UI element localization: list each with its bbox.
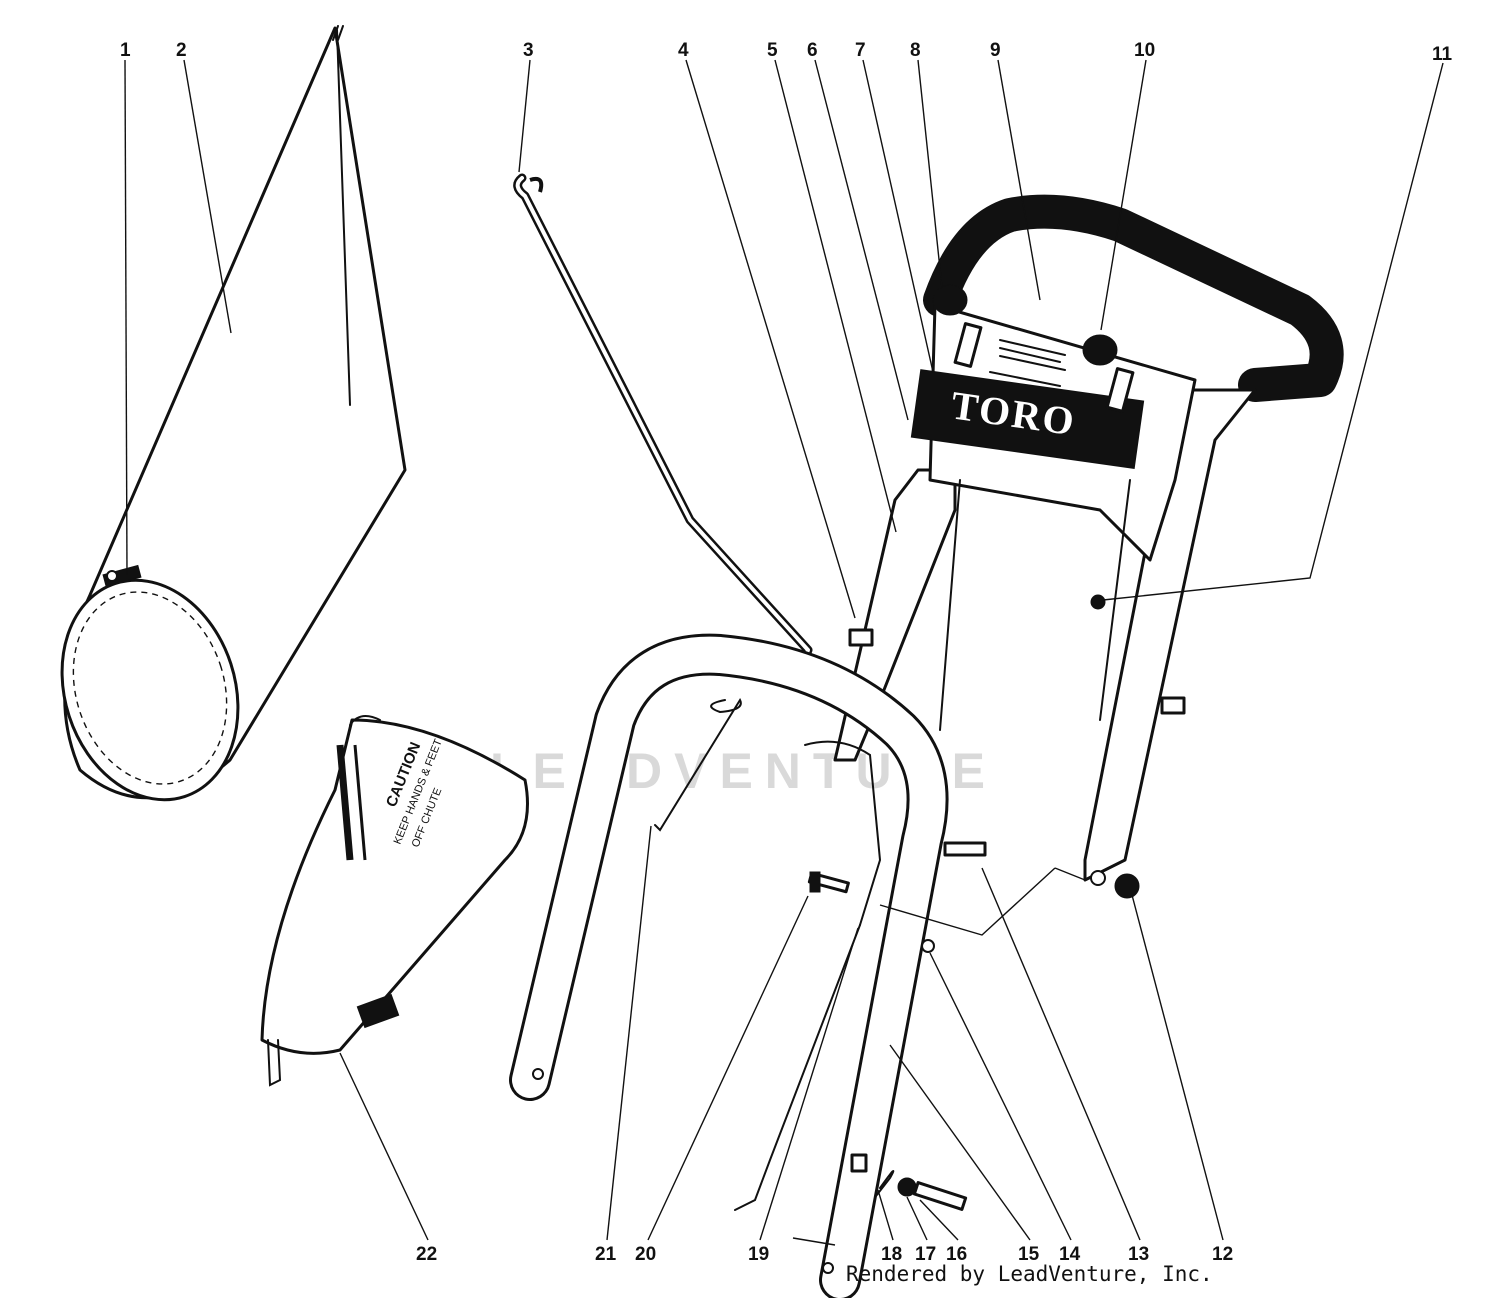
grass-bag xyxy=(60,25,407,802)
lower-handle xyxy=(509,633,949,1298)
callout-5: 5 xyxy=(767,40,778,61)
callout-1: 1 xyxy=(120,40,131,61)
callout-13: 13 xyxy=(1128,1244,1149,1265)
handle-bolt xyxy=(807,871,850,894)
callout-10: 10 xyxy=(1134,40,1155,61)
handle-clip-right xyxy=(1160,696,1186,715)
callout-11: 11 xyxy=(1432,44,1453,65)
handle-pin xyxy=(943,841,987,857)
callout-18: 18 xyxy=(881,1244,902,1265)
bag-support-rod xyxy=(513,173,813,677)
callout-9: 9 xyxy=(990,40,1001,61)
credit-line: Rendered by LeadVenture, Inc. xyxy=(846,1262,1213,1286)
control-cable xyxy=(734,924,861,1211)
bag-clip xyxy=(102,564,142,588)
control-wire-right xyxy=(804,740,882,926)
leader-lines xyxy=(124,59,1444,1246)
callout-labels: 1 2 3 4 5 6 7 8 9 10 11 12 13 14 15 16 1… xyxy=(120,40,1453,1265)
control-wire-left xyxy=(654,697,742,832)
callout-22: 22 xyxy=(416,1244,437,1265)
choke-knob xyxy=(1082,334,1118,366)
callout-7: 7 xyxy=(855,40,866,61)
washer xyxy=(921,939,935,953)
callout-4: 4 xyxy=(678,40,689,61)
handle-locknut xyxy=(1114,873,1140,899)
panel-nut xyxy=(1090,594,1106,610)
callout-17: 17 xyxy=(915,1244,936,1265)
callout-20: 20 xyxy=(635,1244,656,1265)
discharge-chute: CAUTION KEEP HANDS & FEET OFF CHUTE xyxy=(260,715,529,1087)
spacer xyxy=(850,1153,868,1173)
callout-3: 3 xyxy=(523,40,534,61)
callout-2: 2 xyxy=(176,40,187,61)
callout-19: 19 xyxy=(748,1244,769,1265)
callout-6: 6 xyxy=(807,40,818,61)
callout-21: 21 xyxy=(595,1244,617,1265)
callout-8: 8 xyxy=(910,40,921,61)
callout-15: 15 xyxy=(1018,1244,1040,1265)
callout-14: 14 xyxy=(1059,1244,1081,1265)
callout-12: 12 xyxy=(1212,1244,1233,1265)
upper-handle: TORO xyxy=(833,194,1344,886)
bottom-bolt xyxy=(912,1181,968,1211)
callout-16: 16 xyxy=(946,1244,967,1265)
cotter-pin xyxy=(875,1169,895,1197)
handle-clip-left xyxy=(848,628,874,647)
throttle-knob xyxy=(932,284,968,316)
